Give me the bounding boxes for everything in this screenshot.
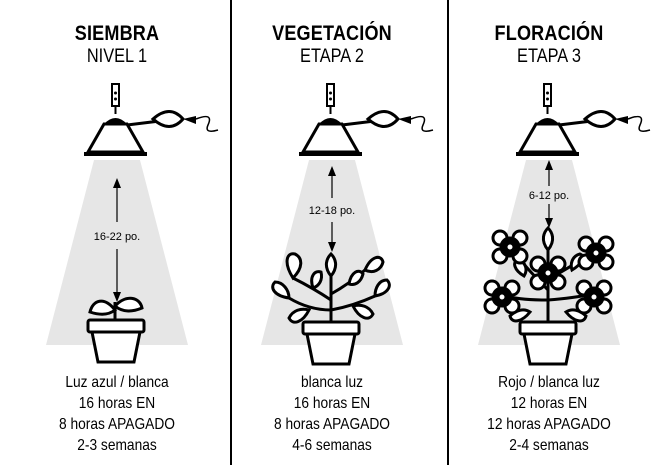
- stage-subtitle: ETAPA 3: [517, 46, 581, 67]
- stage-info: blanca luz 16 horas EN 8 horas APAGADO 4…: [238, 372, 425, 456]
- stage-title: FLORACIÓN: [494, 22, 604, 45]
- stage-panel-seedling: 16-22 po. SIEMBRA NIVEL 1 Luz azul / bla…: [8, 0, 226, 465]
- light-type: Rojo / blanca luz: [498, 374, 600, 391]
- light-type: blanca luz: [301, 374, 363, 391]
- duration: 2-4 semanas: [509, 437, 589, 454]
- distance-arrow: [328, 166, 336, 252]
- stage-title: SIEMBRA: [74, 22, 160, 45]
- panel-divider: [230, 0, 232, 465]
- hours-off: 8 horas APAGADO: [274, 416, 390, 433]
- duration: 4-6 semanas: [292, 437, 372, 454]
- hours-off: 8 horas APAGADO: [59, 416, 175, 433]
- stage-info: Rojo / blanca luz 12 horas EN 12 horas A…: [455, 372, 642, 456]
- stage-info: Luz azul / blanca 16 horas EN 8 horas AP…: [23, 372, 210, 456]
- hours-on: 16 horas EN: [78, 395, 156, 412]
- stage-subtitle: NIVEL 1: [86, 46, 148, 67]
- flower-icon: [483, 279, 521, 315]
- grow-lamp-icon: [299, 83, 434, 156]
- stage-panel-vegetation: 12-18 po. VEGETACIÓN ETAPA 2: [223, 0, 441, 465]
- vegetation-illustration: 12-18 po.: [261, 83, 434, 366]
- distance-label: 12-18 po.: [309, 205, 355, 217]
- flower-icon: [577, 235, 615, 271]
- grow-lamp-icon: [84, 83, 219, 156]
- distance-arrow: [545, 160, 553, 228]
- stage-title: VEGETACIÓN: [272, 22, 392, 45]
- light-type: Luz azul / blanca: [65, 374, 169, 391]
- seedling-plant-icon: [86, 296, 146, 364]
- stage-subtitle: ETAPA 2: [300, 46, 364, 67]
- hours-on: 16 horas EN: [293, 395, 371, 412]
- flower-icon: [575, 279, 613, 315]
- hours-off: 12 horas APAGADO: [487, 416, 611, 433]
- duration: 2-3 semanas: [77, 437, 157, 454]
- panel-divider: [447, 0, 449, 465]
- hours-on: 12 horas EN: [510, 395, 588, 412]
- flower-icon: [529, 255, 567, 291]
- distance-label: 16-22 po.: [94, 231, 140, 243]
- distance-label: 6-12 po.: [529, 190, 569, 202]
- flowering-plant-icon: [483, 225, 615, 366]
- vegetative-plant-icon: [271, 251, 391, 366]
- distance-arrow: [113, 178, 121, 302]
- flower-icon: [491, 229, 529, 265]
- flowering-illustration: 6-12 po.: [478, 83, 651, 366]
- seedling-illustration: 16-22 po.: [46, 83, 219, 364]
- stage-panel-flowering: 6-12 po.: [440, 0, 658, 465]
- grow-lamp-icon: [516, 83, 651, 156]
